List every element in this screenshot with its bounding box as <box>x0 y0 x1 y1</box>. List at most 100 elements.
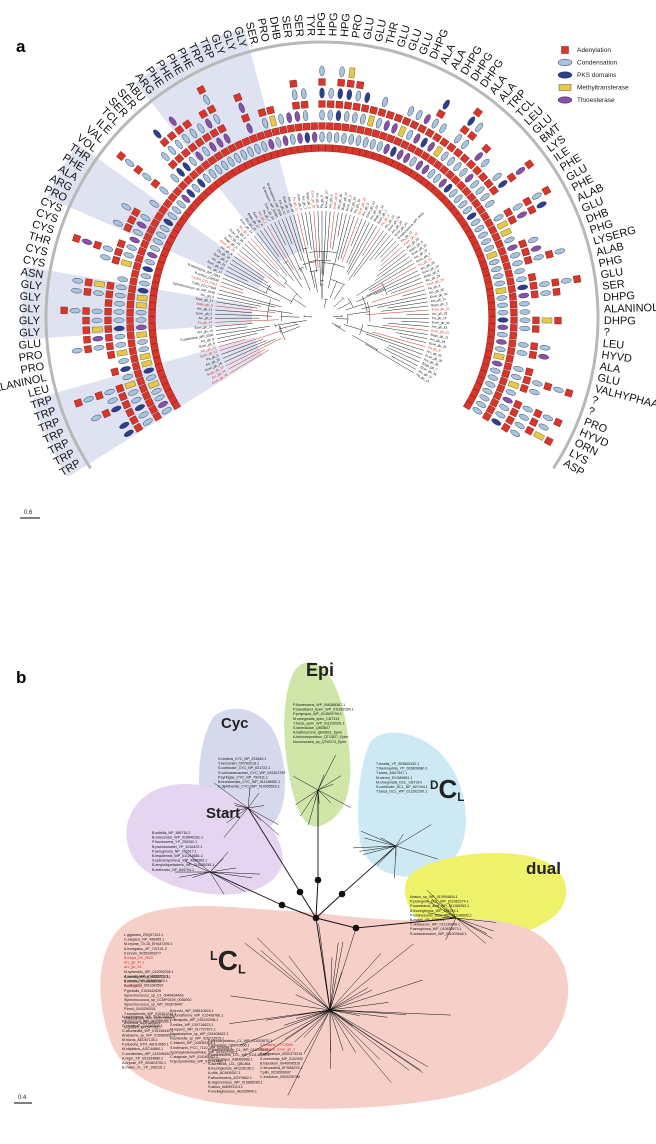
tree-branch <box>274 323 276 328</box>
leaf-label: Ecwr_gb_24 <box>357 197 367 215</box>
adenylation-domain <box>450 175 461 186</box>
thioesterase-domain <box>474 152 483 161</box>
adenylation-domain <box>248 134 259 144</box>
pks-domain <box>163 218 174 226</box>
thioesterase-domain <box>223 133 231 144</box>
scale-label-b: 0.4 <box>18 1095 27 1101</box>
condensation-domain <box>135 317 147 323</box>
leaf-label: G.lilassensis_WP_023173007.1 <box>124 1016 175 1020</box>
clade-label-sup: L <box>210 949 218 963</box>
condensation-domain <box>560 278 572 284</box>
condensation-domain <box>504 236 515 244</box>
adenylation-domain <box>348 124 358 133</box>
condensation-domain <box>140 214 151 222</box>
condensation-domain <box>159 225 170 233</box>
adenylation-domain <box>385 134 396 144</box>
condensation-domain <box>138 280 150 287</box>
adenylation-domain <box>104 316 112 324</box>
ring-label: GLY <box>20 278 43 292</box>
tree-branch <box>209 871 253 879</box>
leaf-label: B.thuringiensis_AFQ18136.1 <box>208 1067 254 1071</box>
tree-branch <box>299 789 319 817</box>
tree-branch <box>346 220 367 264</box>
leaf-label: G.inhaleum_CAA62546.1 <box>122 1024 163 1028</box>
leaf-label: Pa_gb_5 <box>320 195 324 208</box>
ring-label: GLU <box>373 18 389 43</box>
condensation-domain <box>533 254 544 261</box>
condensation-domain <box>114 334 126 340</box>
pks-domain <box>491 418 502 426</box>
tree-branch <box>229 1009 331 1024</box>
condensation-domain <box>140 273 152 280</box>
tree-branch <box>455 917 493 939</box>
pks-domain <box>498 180 508 188</box>
condensation-domain <box>529 389 540 396</box>
condensation-domain <box>138 411 149 419</box>
leaf-label: A.vitis_ACM09347.1 <box>208 1071 241 1075</box>
leaf-label: Pa_gb_7 <box>262 209 272 222</box>
condensation-domain <box>161 152 170 161</box>
leaf-label: Ecwr_gb_27 <box>324 190 329 208</box>
condensation-domain <box>519 325 531 332</box>
adenylation-domain <box>318 78 326 86</box>
tree-branch <box>247 807 279 825</box>
tree-branch <box>285 282 302 299</box>
adenylation-domain <box>130 269 140 279</box>
ring-label: ? <box>586 405 596 418</box>
adenylation-domain <box>481 411 492 422</box>
tree-branch <box>289 293 298 304</box>
adenylation-domain <box>304 144 313 153</box>
tree-branch <box>356 259 413 296</box>
condensation-domain <box>154 394 165 402</box>
condensation-domain <box>440 151 449 161</box>
ring-label: PRO <box>20 361 46 377</box>
tree-branch <box>236 253 281 287</box>
leaf-label: S.coelicolor_CYC_NP_631722.1 <box>218 766 270 770</box>
tree-branch <box>401 320 429 323</box>
condensation-domain <box>431 118 439 129</box>
leaf-label: P.globalis_0103442626 <box>124 989 161 993</box>
adenylation-domain <box>510 308 518 317</box>
condensation-domain <box>519 309 531 315</box>
condensation-domain <box>341 132 347 144</box>
tree-branch <box>396 332 428 339</box>
pks-domain <box>143 367 155 374</box>
panel-b-label: b <box>16 668 26 687</box>
tree-branch <box>329 989 373 1011</box>
condensation-domain <box>203 94 210 105</box>
adenylation-domain <box>283 147 293 156</box>
condensation-domain <box>514 421 525 429</box>
methyltransferase-domain <box>533 430 545 441</box>
leaf-label: P.aeruginosa_WP_010835873.1 <box>410 927 462 931</box>
tree-branch <box>281 326 301 334</box>
leaf-label: Ecwr_gb_32 <box>432 320 450 325</box>
leaf-label: Arc_gb_13 <box>197 329 213 335</box>
leaf-label: K.microm_0049060013 <box>124 980 161 984</box>
adenylation-domain <box>509 300 518 309</box>
leaf-label: P.fluorescens_WP_046388367.1 <box>293 703 345 707</box>
thioesterase-domain <box>413 133 421 144</box>
adenylation-domain <box>439 137 450 148</box>
adenylation-domain <box>500 422 511 433</box>
pks-domain <box>335 110 342 122</box>
pks-domain <box>517 284 529 291</box>
adenylation-domain <box>167 192 178 203</box>
adenylation-domain <box>337 78 346 87</box>
leaf-label: S.aureiticus_LCL_QBL864 <box>208 1062 251 1066</box>
adenylation-domain <box>200 159 212 171</box>
leaf-label: P.oshawa_Ecwr_gb_7 <box>260 1048 295 1052</box>
condensation-domain <box>376 141 383 152</box>
condensation-domain <box>275 137 282 148</box>
panel-a-circular-tree: a Ecwr_gb_48Arc_gb_54Bogo_gb_10Ecwr_gb_1… <box>0 12 656 519</box>
leaf-label: Pa_gb_4 <box>428 284 442 291</box>
adenylation-domain <box>508 339 517 348</box>
tree-branch <box>231 259 268 284</box>
ring-label: HYVD <box>601 349 633 365</box>
tree-branch <box>378 249 405 272</box>
leaf-label: C.sinapidis_WP_015220296.1 <box>170 1018 218 1022</box>
adenylation-domain <box>106 281 115 290</box>
condensation-domain <box>142 172 152 181</box>
tree-branch <box>301 212 309 246</box>
leaf-label: O.acuminata_WP_015148442.1 <box>122 1029 173 1033</box>
adenylation-domain <box>378 131 388 141</box>
